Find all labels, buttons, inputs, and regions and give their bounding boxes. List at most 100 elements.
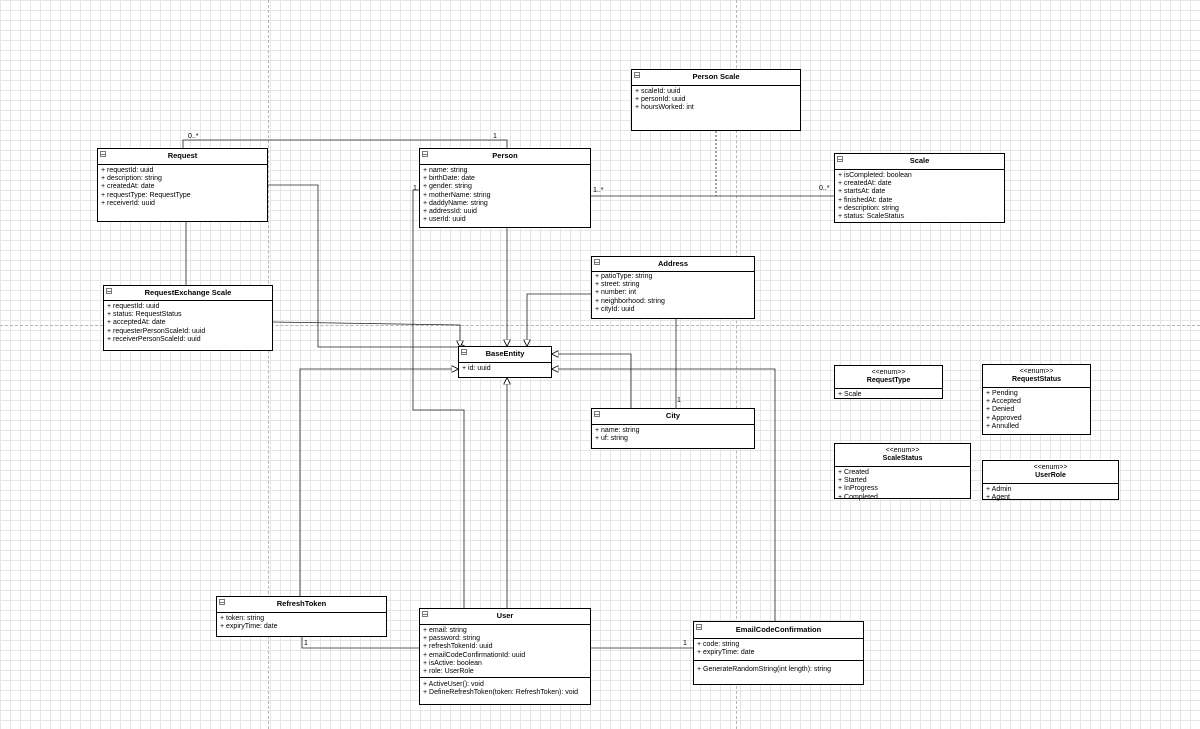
class-address[interactable]: Address + patioType: string + street: st… [591, 256, 755, 319]
attribute-list: + requestId: uuid + status: RequestStatu… [104, 301, 272, 345]
collapse-icon[interactable] [594, 411, 600, 417]
collapse-icon[interactable] [594, 259, 600, 265]
assoc-request-person [182, 139, 508, 148]
collapse-icon[interactable] [219, 599, 225, 605]
class-base-entity[interactable]: BaseEntity + id: uuid [458, 346, 552, 378]
enum-title: ScaleStatus [882, 455, 923, 462]
class-title: BaseEntity [485, 349, 525, 359]
enum-title: RequestStatus [1011, 376, 1061, 383]
assoc-user-refresh-token [301, 637, 419, 649]
enum-stereotype: <<enum>> [1019, 368, 1054, 375]
enum-value: + Completed [838, 493, 878, 501]
enum-value: + Admin [986, 486, 1012, 493]
gen-city-base [552, 354, 632, 408]
enum-value: + Approved [986, 414, 1022, 422]
method: + DefineRefreshToken(token: RefreshToken… [423, 689, 579, 697]
gen-request-base [268, 184, 466, 347]
attribute: + name: string [423, 167, 468, 174]
class-title: Person Scale [692, 72, 740, 82]
method-list: + GenerateRandomString(int length): stri… [694, 660, 863, 675]
attribute: + status: ScaleStatus [838, 213, 904, 221]
attribute: + isCompleted: boolean [838, 172, 912, 179]
attribute: + id: uuid [462, 365, 491, 372]
collapse-icon[interactable] [837, 156, 843, 162]
class-title: RefreshToken [276, 599, 327, 609]
collapse-icon[interactable] [634, 72, 640, 78]
gen-refresh-token-base [299, 369, 458, 596]
class-person[interactable]: Person + name: string + birthDate: date … [419, 148, 591, 228]
enum-value: + Annulled [986, 422, 1019, 430]
attribute: + number: int [595, 289, 637, 297]
gen-address-base [527, 293, 591, 346]
enum-user-role[interactable]: <<enum>> UserRole + Admin + Agent [982, 460, 1119, 503]
attribute-list: + token: string + expiryTime: date [217, 613, 386, 632]
enum-request-status[interactable]: <<enum>> RequestStatus + Pending + Accep… [982, 364, 1091, 435]
collapse-icon[interactable] [100, 151, 106, 157]
attribute-list: + scaleId: uuid + personId: uuid + hours… [632, 86, 800, 114]
class-title: Scale [909, 156, 930, 166]
class-person-scale[interactable]: Person Scale + scaleId: uuid + personId:… [631, 69, 801, 131]
attribute: + email: string [423, 627, 467, 634]
class-scale[interactable]: Scale + isCompleted: boolean + createdAt… [834, 153, 1005, 223]
page-break-vertical [736, 0, 737, 729]
attribute: + receiverPersonScaleId: uuid [107, 335, 201, 343]
enum-request-type[interactable]: <<enum>> RequestType + Scale [834, 365, 943, 399]
enum-value: + Pending [986, 390, 1018, 397]
collapse-icon[interactable] [696, 624, 702, 630]
assoc-person-user [412, 189, 465, 608]
enum-scale-status[interactable]: <<enum>> ScaleStatus + Created + Started… [834, 443, 971, 501]
collapse-icon[interactable] [422, 151, 428, 157]
enum-value: + Started [838, 477, 867, 485]
class-title: RequestExchange Scale [144, 287, 232, 297]
class-city[interactable]: City + name: string + uf: string [591, 408, 755, 449]
multiplicity-label: 1 [677, 397, 681, 404]
enum-value-list: + Scale [835, 389, 942, 400]
multiplicity-label: 0..* [819, 185, 830, 192]
class-request-exchange-scale[interactable]: RequestExchange Scale + requestId: uuid … [103, 285, 273, 351]
attribute-list: + requestId: uuid + description: string … [98, 165, 267, 209]
attribute: + neighborhood: string [595, 297, 665, 305]
multiplicity-label: 0..* [188, 133, 199, 140]
collapse-icon[interactable] [461, 349, 467, 355]
attribute: + description: string [101, 175, 162, 183]
attribute: + emailCodeConfirmationId: uuid [423, 651, 526, 659]
attribute: + daddyName: string [423, 199, 488, 207]
attribute: + name: string [595, 427, 640, 434]
attribute: + receiverId: uuid [101, 199, 155, 207]
attribute: + code: string [697, 641, 740, 648]
gen-exchange-base [272, 321, 460, 347]
attribute-list: + id: uuid [459, 363, 551, 374]
attribute: + createdAt: date [838, 180, 892, 188]
attribute: + startsAt: date [838, 188, 886, 196]
attribute-list: + name: string + uf: string [592, 425, 754, 444]
class-refresh-token[interactable]: RefreshToken + token: string + expiryTim… [216, 596, 387, 637]
attribute-list: + email: string + password: string + ref… [420, 625, 590, 677]
enum-title: UserRole [1035, 472, 1066, 479]
multiplicity-label: 1 [413, 185, 417, 192]
attribute-list: + name: string + birthDate: date + gende… [420, 165, 590, 225]
collapse-icon[interactable] [106, 288, 112, 294]
attribute: + requestId: uuid [107, 303, 160, 310]
enum-value-list: + Created + Started + InProgress + Compl… [835, 467, 970, 503]
class-title: User [496, 611, 514, 621]
attribute: + birthDate: date [423, 175, 475, 183]
attribute: + expiryTime: date [220, 623, 278, 631]
attribute: + personId: uuid [635, 96, 686, 104]
enum-value: + Scale [838, 391, 862, 398]
class-request[interactable]: Request + requestId: uuid + description:… [97, 148, 268, 222]
page-break-horizontal [0, 325, 1200, 326]
multiplicity-label: 1 [304, 640, 308, 647]
enum-value: + InProgress [838, 485, 878, 493]
enum-value: + Accepted [986, 398, 1021, 406]
enum-value-list: + Admin + Agent [983, 484, 1118, 503]
class-title: EmailCodeConfirmation [735, 624, 822, 634]
class-title: City [665, 411, 681, 421]
class-user[interactable]: User + email: string + password: string … [419, 608, 591, 705]
enum-stereotype: <<enum>> [1033, 464, 1068, 471]
attribute: + patioType: string [595, 273, 653, 280]
collapse-icon[interactable] [422, 611, 428, 617]
enum-value: + Created [838, 469, 869, 476]
class-email-code-confirmation[interactable]: EmailCodeConfirmation + code: string + e… [693, 621, 864, 685]
attribute: + requesterPersonScaleId: uuid [107, 327, 206, 335]
attribute: + finishedAt: date [838, 196, 893, 204]
